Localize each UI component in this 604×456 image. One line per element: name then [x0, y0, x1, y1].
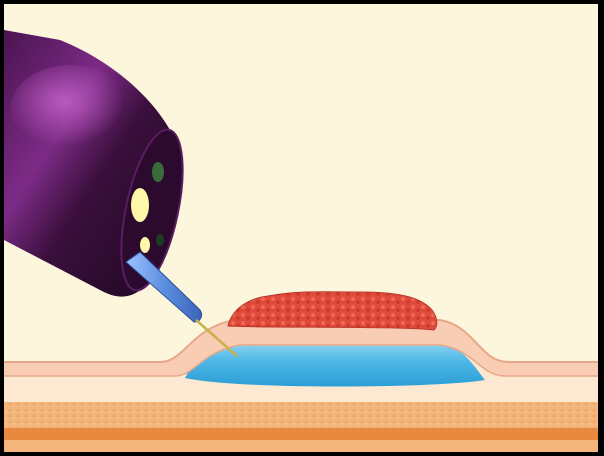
light-icon: [140, 237, 150, 253]
light-icon: [131, 188, 149, 222]
raised-lesion: [228, 292, 437, 330]
muscle-layer: [4, 400, 598, 452]
